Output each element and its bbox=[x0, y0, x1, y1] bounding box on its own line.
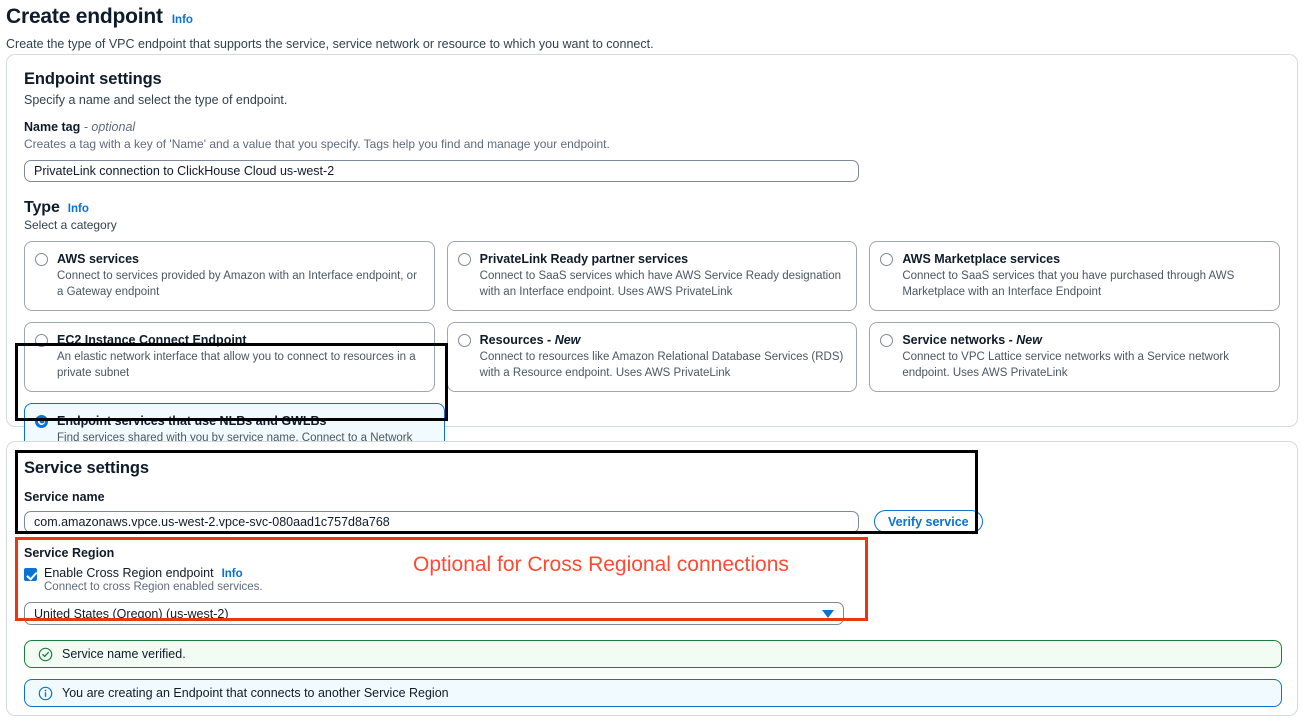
name-tag-input[interactable]: PrivateLink connection to ClickHouse Clo… bbox=[24, 159, 859, 182]
service-region-selected-value: United States (Oregon) (us-west-2) bbox=[34, 606, 229, 621]
radio-icon[interactable] bbox=[35, 252, 48, 266]
radio-selected-icon[interactable] bbox=[35, 414, 48, 428]
service-name-input[interactable]: com.amazonaws.vpce.us-west-2.vpce-svc-08… bbox=[24, 510, 859, 533]
annotation-label-optional-cross-regional: Optional for Cross Regional connections bbox=[413, 553, 789, 576]
type-option-service-networks[interactable]: Service networks - New Connect to VPC La… bbox=[869, 321, 1280, 392]
type-option-title: Endpoint services that use NLBs and GWLB… bbox=[57, 413, 327, 428]
name-tag-label: Name tag - optional bbox=[24, 120, 1280, 134]
type-label: Type bbox=[24, 198, 60, 216]
service-region-select[interactable]: United States (Oregon) (us-west-2) bbox=[24, 602, 844, 626]
radio-icon[interactable] bbox=[457, 333, 471, 347]
enable-cross-region-checkbox[interactable] bbox=[24, 568, 37, 582]
page-header: Create endpoint Info Create the type of … bbox=[0, 0, 1304, 53]
enable-cross-region-row[interactable]: Enable Cross Region endpoint Info Connec… bbox=[24, 566, 1280, 593]
type-option-description: Connect to VPC Lattice service networks … bbox=[902, 350, 1229, 379]
type-option-resources[interactable]: Resources - New Connect to resources lik… bbox=[446, 321, 858, 392]
type-option-title: Service networks - New bbox=[902, 332, 1268, 348]
verify-service-button[interactable]: Verify service bbox=[874, 510, 983, 534]
radio-icon[interactable] bbox=[35, 333, 48, 347]
info-circle-icon bbox=[38, 686, 53, 701]
chevron-down-icon[interactable] bbox=[822, 609, 834, 618]
service-name-input-value: com.amazonaws.vpce.us-west-2.vpce-svc-08… bbox=[34, 514, 390, 529]
service-region-label: Service Region bbox=[24, 546, 115, 561]
page-subtitle: Create the type of VPC endpoint that sup… bbox=[6, 37, 654, 52]
type-option-new-badge: New bbox=[554, 332, 581, 347]
name-tag-hint: Creates a tag with a key of 'Name' and a… bbox=[24, 137, 610, 152]
cross-region-info-link[interactable]: Info bbox=[221, 568, 243, 581]
type-option-title: AWS services bbox=[57, 251, 139, 266]
type-option-ec2-instance-connect-endpoint[interactable]: EC2 Instance Connect Endpoint An elastic… bbox=[24, 321, 435, 392]
type-option-new-badge: New bbox=[1016, 332, 1042, 347]
type-option-description: Connect to SaaS services which have AWS … bbox=[479, 269, 842, 298]
check-circle-icon bbox=[38, 647, 53, 662]
type-sub-label: Select a category bbox=[24, 217, 117, 232]
type-option-title: AWS Marketplace services bbox=[902, 251, 1061, 266]
type-option-description: Connect to SaaS services that you have p… bbox=[902, 269, 1235, 298]
type-option-description: Connect to services provided by Amazon w… bbox=[57, 269, 417, 298]
type-options-grid: AWS services Connect to services provide… bbox=[24, 240, 1280, 392]
type-option-description: An elastic network interface that allow … bbox=[57, 350, 416, 379]
type-info-link[interactable]: Info bbox=[67, 202, 89, 215]
service-name-field: Service name com.amazonaws.vpce.us-west-… bbox=[24, 490, 1280, 534]
name-tag-field: Name tag - optional Creates a tag with a… bbox=[24, 120, 1280, 182]
type-option-title-text: Service networks - bbox=[902, 332, 1017, 347]
service-name-label: Service name bbox=[24, 490, 105, 505]
type-option-aws-services[interactable]: AWS services Connect to services provide… bbox=[24, 240, 435, 311]
endpoint-settings-title: Endpoint settings bbox=[24, 70, 162, 88]
type-option-description: Connect to resources like Amazon Relatio… bbox=[479, 350, 844, 379]
endpoint-settings-panel: Endpoint settings Specify a name and sel… bbox=[6, 54, 1298, 489]
radio-icon[interactable] bbox=[880, 333, 894, 347]
name-tag-input-value: PrivateLink connection to ClickHouse Clo… bbox=[34, 163, 335, 178]
enable-cross-region-hint: Connect to cross Region enabled services… bbox=[44, 581, 263, 594]
type-field: Type Info Select a category bbox=[24, 199, 1280, 232]
enable-cross-region-label: Enable Cross Region endpoint bbox=[44, 566, 214, 581]
service-settings-panel: Service settings Service name com.amazon… bbox=[6, 441, 1298, 716]
type-option-title-text: Resources - bbox=[479, 332, 555, 347]
name-tag-label-text: Name tag bbox=[24, 120, 81, 135]
type-option-privatelink-ready-partner-services[interactable]: PrivateLink Ready partner services Conne… bbox=[446, 240, 858, 311]
service-settings-title: Service settings bbox=[24, 459, 149, 477]
page-info-link[interactable]: Info bbox=[171, 14, 193, 26]
alert-service-name-verified: Service name verified. bbox=[24, 640, 1282, 669]
type-option-aws-marketplace-services[interactable]: AWS Marketplace services Connect to SaaS… bbox=[869, 240, 1280, 311]
alert-text: Service name verified. bbox=[62, 647, 186, 662]
endpoint-settings-description: Specify a name and select the type of en… bbox=[24, 93, 288, 108]
type-option-title: EC2 Instance Connect Endpoint bbox=[57, 332, 247, 347]
alert-cross-region-info: You are creating an Endpoint that connec… bbox=[24, 679, 1282, 708]
radio-icon[interactable] bbox=[880, 252, 894, 266]
radio-icon[interactable] bbox=[457, 252, 471, 266]
name-tag-optional-suffix: - optional bbox=[83, 120, 136, 135]
type-option-title: PrivateLink Ready partner services bbox=[479, 251, 689, 266]
page-title: Create endpoint bbox=[6, 5, 163, 28]
type-option-title: Resources - New bbox=[480, 332, 846, 348]
alert-text: You are creating an Endpoint that connec… bbox=[62, 686, 449, 701]
